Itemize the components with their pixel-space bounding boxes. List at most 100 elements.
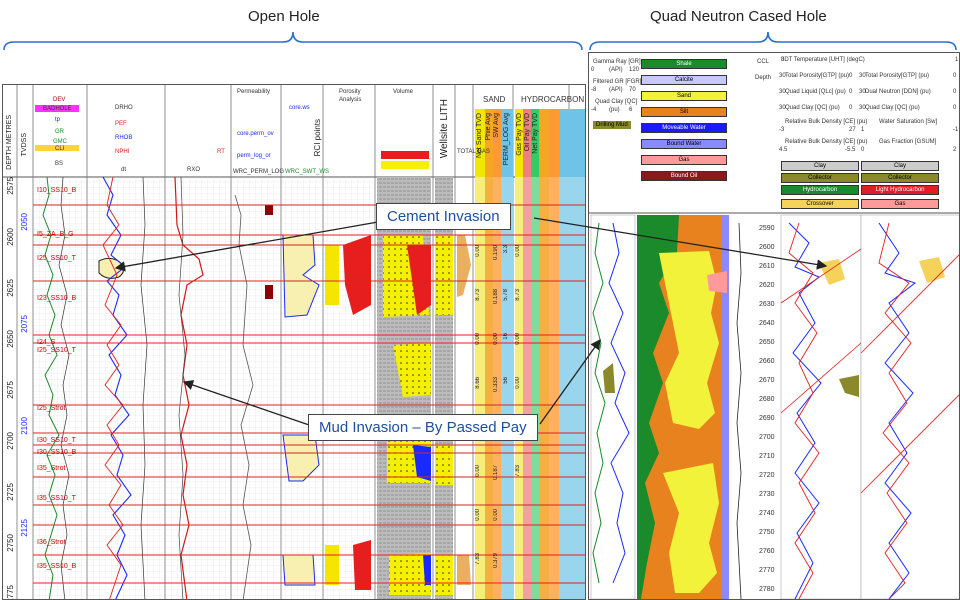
analysis-header: Analysis bbox=[339, 97, 362, 103]
drho-header: DRHO bbox=[115, 105, 133, 111]
legend-calcite: Calcite bbox=[641, 75, 727, 85]
ch-depth-label: 2680 bbox=[759, 396, 775, 403]
summary-value: 0.187 bbox=[493, 465, 499, 481]
summary-value: 0.00 bbox=[515, 333, 521, 345]
header-qlc: Quad Liquid [QLc] (pu) bbox=[785, 89, 846, 95]
tvdss-label: 2075 bbox=[20, 315, 29, 333]
zone-label: I30_SS10_B bbox=[37, 449, 77, 456]
legend-bound-water: Bound Water bbox=[641, 139, 727, 149]
tvdss-label: 2050 bbox=[20, 213, 29, 231]
summary-value: 0.379 bbox=[493, 553, 499, 569]
zone-label: I30_SS10_T bbox=[37, 437, 76, 444]
dev-header: DEV bbox=[53, 97, 66, 103]
header-qlc-max: 0 bbox=[849, 89, 853, 95]
swatch-hc: Hydrocarbon bbox=[781, 185, 859, 195]
badhole-header: BADHOLE bbox=[43, 106, 72, 112]
cli-header: CLI bbox=[55, 146, 65, 152]
depth-label: 2675 bbox=[6, 381, 15, 399]
ch-depth-label: 2650 bbox=[759, 339, 775, 346]
ch-depth-label: 2740 bbox=[759, 510, 775, 517]
header-qcc2-min: 30 bbox=[859, 105, 866, 111]
ch-depth-label: 2610 bbox=[759, 263, 775, 270]
zone-label: I25_SS10_T bbox=[37, 347, 76, 354]
ch-depth-label: 2690 bbox=[759, 415, 775, 422]
gr-header: GR bbox=[55, 129, 64, 135]
ch-depth-label: 2730 bbox=[759, 491, 775, 498]
swatch-coll2: Collector bbox=[861, 173, 939, 183]
zone-label: I35_SS10_B bbox=[37, 563, 77, 570]
header-gsum-max: 2 bbox=[953, 147, 957, 153]
legend-gas: Gas bbox=[641, 155, 727, 165]
header-ddn-min: 30 bbox=[859, 89, 866, 95]
swatch-clay1: Clay bbox=[781, 161, 859, 171]
dt-header: dt bbox=[121, 167, 127, 173]
header-rbd-max: 27 bbox=[849, 127, 856, 133]
summary-value: 0.00 bbox=[475, 509, 481, 521]
phie-avg-header: Phie Avg bbox=[485, 113, 492, 141]
header-gtp2: Total Porosity[GTP] (pu) bbox=[865, 73, 930, 79]
summary-value: 0.00 bbox=[515, 245, 521, 257]
cased-hole-log-graphic bbox=[589, 212, 959, 599]
summary-value: 0.00 bbox=[475, 245, 481, 257]
header-rbd2: Relative Bulk Density [CE] (pu) bbox=[785, 139, 868, 145]
filtered-gr-min: -8 bbox=[591, 87, 597, 93]
perm-core-header: core.perm_ov bbox=[237, 131, 274, 137]
summary-value: 3.3 bbox=[503, 245, 509, 254]
cased-hole-brace bbox=[589, 31, 957, 51]
sw-avg-header: SW Avg bbox=[493, 113, 500, 138]
core-phi-header: core.ws bbox=[289, 105, 310, 111]
gmc-header: GMC bbox=[53, 139, 67, 145]
ch-depth-label: 2780 bbox=[759, 586, 775, 593]
depth-header: DEPTH METRES bbox=[6, 115, 13, 170]
summary-value: 8.73 bbox=[515, 289, 521, 301]
tvdss-label: 2100 bbox=[20, 417, 29, 435]
header-rbd: Relative Bulk Density [CE] (pu) bbox=[785, 119, 868, 125]
tp-header: tp bbox=[55, 117, 61, 123]
depth-label: 2750 bbox=[6, 534, 15, 552]
gas-pay-header: Gas Pay TVD bbox=[516, 113, 523, 156]
porosity-header: Porosity bbox=[339, 89, 361, 95]
depth-label: 2650 bbox=[6, 330, 15, 348]
depth-label: 2600 bbox=[6, 228, 15, 246]
header-rbd2-min: 4.5 bbox=[779, 147, 788, 153]
swatch-clay2: Clay bbox=[861, 161, 939, 171]
ccl-header: CCL bbox=[757, 59, 770, 65]
summary-value: 0.333 bbox=[493, 377, 499, 393]
zone-label: I25_Strot bbox=[37, 405, 66, 412]
filtered-gr-unit: (API) bbox=[609, 87, 623, 93]
header-sw-min: 1 bbox=[861, 127, 865, 133]
quad-clay-min: -4 bbox=[591, 107, 597, 113]
cased-hole-title: Quad Neutron Cased Hole bbox=[650, 8, 827, 25]
header-qcc-max: 0 bbox=[849, 105, 853, 111]
rxo-header: RXO bbox=[187, 167, 201, 173]
summary-value: 0.00 bbox=[475, 333, 481, 345]
header-ddn: Dual Neutron [DDN] (pu) bbox=[865, 89, 931, 95]
swatch-crossover: Crossover bbox=[781, 199, 859, 209]
net-pay-header: Net Pay TVD bbox=[532, 113, 539, 154]
wrc-swt-header: WRC_SWT_WS bbox=[285, 169, 329, 175]
gamma-ray-unit: (API) bbox=[609, 67, 623, 73]
zone-label: I36_Strot bbox=[37, 539, 66, 546]
ch-depth-label: 2600 bbox=[759, 244, 775, 251]
header-gsum: Gas Fraction [GSUM] bbox=[879, 139, 937, 145]
ch-depth-label: 2620 bbox=[759, 282, 775, 289]
summary-value: 0.188 bbox=[493, 289, 499, 305]
rci-header: RCI points bbox=[313, 119, 322, 157]
wellsite-header: Wellsite LITH bbox=[439, 99, 450, 159]
depth-label: 2700 bbox=[6, 432, 15, 450]
wrc-perm-header: WRC_PERM_LOG bbox=[233, 169, 285, 175]
quad-clay-header: Quad Clay [QC] bbox=[595, 99, 638, 105]
header-rbd-min: -3 bbox=[779, 127, 785, 133]
depth-label: 2725 bbox=[6, 483, 15, 501]
zone-label: I24_S bbox=[37, 339, 56, 346]
gamma-ray-max: 120 bbox=[629, 67, 640, 73]
hydrocarbon-header: HYDROCARBON bbox=[521, 95, 585, 104]
ch-depth-label: 2750 bbox=[759, 529, 775, 536]
ch-depth-label: 2700 bbox=[759, 434, 775, 441]
legend-silt: Silt bbox=[641, 107, 727, 117]
header-gtp-max: 0 bbox=[849, 73, 853, 79]
header-gtp: Total Porosity[GTP] (pu) bbox=[785, 73, 850, 79]
rt-header: RT bbox=[217, 149, 225, 155]
summary-value: 16 bbox=[503, 333, 509, 340]
